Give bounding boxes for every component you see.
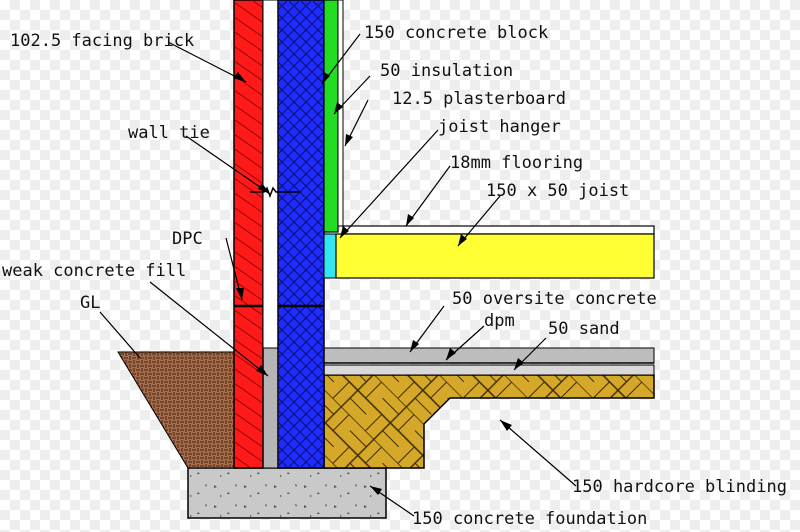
label-joist: 150 x 50 joist (486, 181, 629, 201)
label-flooring: 18mm flooring (450, 153, 583, 173)
wall-tie (250, 186, 300, 199)
label-dpc: DPC (172, 229, 203, 249)
label-plasterboard: 12.5 plasterboard (392, 89, 566, 109)
label-sand: 50 sand (548, 319, 620, 339)
label-gl: GL (80, 293, 100, 313)
joist (335, 233, 655, 279)
leader-arrowheads (233, 72, 524, 495)
label-dpm: dpm (484, 311, 515, 331)
hardcore-blinding (323, 374, 655, 469)
label-oversite-concrete: 50 oversite concrete (452, 289, 657, 309)
label-wall-tie: wall tie (128, 123, 210, 143)
weak-concrete-fill (262, 347, 279, 469)
plasterboard-layer (337, 0, 344, 227)
oversite-concrete (323, 347, 655, 364)
label-facing-brick: 102.5 facing brick (10, 31, 194, 51)
label-hardcore-blinding: 150 hardcore blinding (572, 477, 787, 497)
cavity (262, 0, 279, 349)
flooring (342, 225, 655, 235)
label-insulation: 50 insulation (380, 61, 513, 81)
concrete-foundation (187, 467, 387, 519)
ground-fill (117, 351, 235, 469)
sand-layer (323, 364, 655, 376)
label-weak-concrete-fill: weak concrete fill (2, 261, 186, 281)
label-concrete-block: 150 concrete block (364, 23, 548, 43)
label-joist-hanger: joist hanger (438, 117, 561, 137)
label-concrete-foundation: 150 concrete foundation (412, 509, 647, 529)
insulation-layer (323, 0, 339, 233)
